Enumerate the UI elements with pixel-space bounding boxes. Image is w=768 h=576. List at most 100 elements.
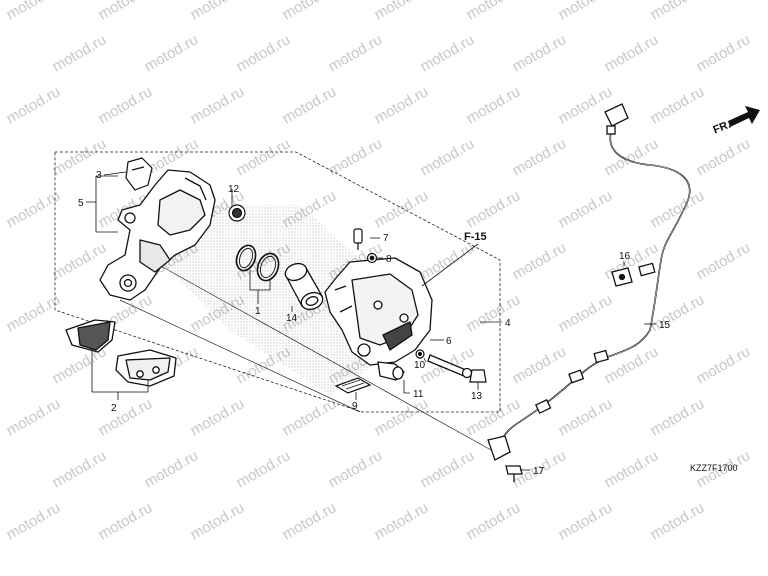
watermark-text: motod.ru — [510, 343, 570, 387]
bleeder-cap — [469, 369, 487, 383]
leader-lines — [86, 171, 656, 471]
watermark-text: motod.ru — [142, 31, 202, 75]
watermark-text: motod.ru — [648, 0, 708, 23]
watermark-text: motod.ru — [510, 135, 570, 179]
watermark-text: motod.ru — [4, 83, 64, 127]
callout-14: 14 — [286, 313, 298, 324]
watermark-text: motod.ru — [234, 31, 294, 75]
callout-11: 11 — [413, 389, 424, 400]
callout-5: 5 — [78, 198, 84, 209]
watermark-text: motod.ru — [4, 395, 64, 439]
assembly-outline — [54, 151, 501, 413]
guide-lines — [119, 259, 501, 456]
watermark-text: motod.ru — [372, 187, 432, 231]
watermark-text: motod.ru — [694, 343, 754, 387]
watermark-text: motod.ru — [50, 447, 110, 491]
watermark-text: motod.ru — [556, 291, 616, 335]
watermark-text: motod.ru — [96, 0, 156, 23]
cable-clamp — [611, 267, 633, 287]
bleeder-washer — [366, 252, 378, 264]
watermark-text: motod.ru — [648, 187, 708, 231]
watermark-text: motod.ru — [142, 447, 202, 491]
watermark-text: motod.ru — [556, 83, 616, 127]
piston-seals — [235, 244, 280, 282]
callout-4: 4 — [505, 318, 511, 329]
o-ring — [415, 349, 425, 359]
watermark-text: motod.ru — [602, 343, 662, 387]
watermark-text: motod.ru — [602, 31, 662, 75]
watermark-text: motod.ru — [188, 83, 248, 127]
watermark-text: motod.ru — [464, 187, 524, 231]
callout-16: 16 — [619, 251, 631, 262]
watermark-text: motod.ru — [326, 135, 386, 179]
watermark-text: motod.ru — [602, 447, 662, 491]
diagram-code: KZZ7F1700 — [690, 463, 738, 473]
watermark-text: motod.ru — [96, 499, 156, 543]
watermark-text: motod.ru — [188, 395, 248, 439]
watermark-text: motod.ru — [234, 135, 294, 179]
pin-bolt — [228, 204, 246, 222]
watermark-text: motod.ru — [326, 31, 386, 75]
bleeder-valve — [353, 228, 363, 250]
front-arrow-icon — [728, 106, 760, 127]
watermark-text: motod.ru — [96, 395, 156, 439]
pin-boot — [377, 361, 405, 381]
caliper-bracket — [99, 169, 216, 301]
watermark-text: motod.ru — [372, 499, 432, 543]
watermark-text: motod.ru — [510, 239, 570, 283]
callout-12: 12 — [228, 184, 240, 195]
watermark-text: motod.ru — [464, 83, 524, 127]
brake-pads — [65, 319, 177, 387]
watermark-text: motod.ru — [372, 83, 432, 127]
watermark-text: motod.ru — [556, 395, 616, 439]
watermark-text: motod.ru — [648, 395, 708, 439]
callout-13: 13 — [471, 391, 483, 402]
wheel-speed-sensor-cable — [487, 103, 691, 461]
watermark-text: motod.ru — [372, 0, 432, 23]
watermark-text: motod.ru — [50, 31, 110, 75]
watermark-text: motod.ru — [694, 239, 754, 283]
watermark-text: motod.ru — [648, 83, 708, 127]
callout-3: 3 — [96, 170, 102, 181]
caliper-piston — [284, 262, 324, 311]
watermark-text: motod.ru — [372, 395, 432, 439]
watermark-text: motod.ru — [464, 0, 524, 23]
pad-retainer-clip — [125, 157, 153, 191]
watermark-text: motod.ru — [464, 291, 524, 335]
watermark-text: motod.ru — [648, 291, 708, 335]
watermark-text: motod.ru — [418, 447, 478, 491]
callout-1: 1 — [255, 306, 261, 317]
watermark-text: motod.ru — [50, 239, 110, 283]
watermark-text: motod.ru — [694, 31, 754, 75]
watermark-text: motod.ru — [4, 499, 64, 543]
pad-spring — [334, 377, 372, 394]
watermark-text: motod.ru — [4, 0, 64, 23]
watermark-text: motod.ru — [234, 447, 294, 491]
reference-label: F-15 — [464, 231, 487, 243]
reference-leader — [421, 243, 479, 287]
sensor-bolt — [505, 465, 523, 482]
slide-pin — [427, 354, 473, 379]
callout-15: 15 — [659, 320, 671, 331]
watermark-text: motod.ru — [280, 499, 340, 543]
watermark-text: motod.ru — [464, 499, 524, 543]
shaded-region — [160, 205, 410, 395]
callout-7: 7 — [383, 233, 389, 244]
watermark-text: motod.ru — [556, 499, 616, 543]
watermark-text: motod.ru — [648, 499, 708, 543]
front-direction-indicator: FR. — [711, 106, 760, 136]
watermark-text: motod.ru — [188, 0, 248, 23]
watermark-text: motod.ru — [188, 499, 248, 543]
watermark-text: motod.ru — [418, 135, 478, 179]
callout-6: 6 — [446, 336, 452, 347]
callout-17: 17 — [533, 466, 545, 477]
callout-9: 9 — [352, 401, 358, 412]
watermark-text: motod.ru — [280, 0, 340, 23]
watermark-text: motod.ru — [556, 187, 616, 231]
watermark-text: motod.ru — [4, 291, 64, 335]
watermark-text: motod.ru — [326, 447, 386, 491]
watermark-text: motod.ru — [556, 0, 616, 23]
watermark-text: motod.ru — [418, 31, 478, 75]
watermark-text: motod.ru — [694, 135, 754, 179]
